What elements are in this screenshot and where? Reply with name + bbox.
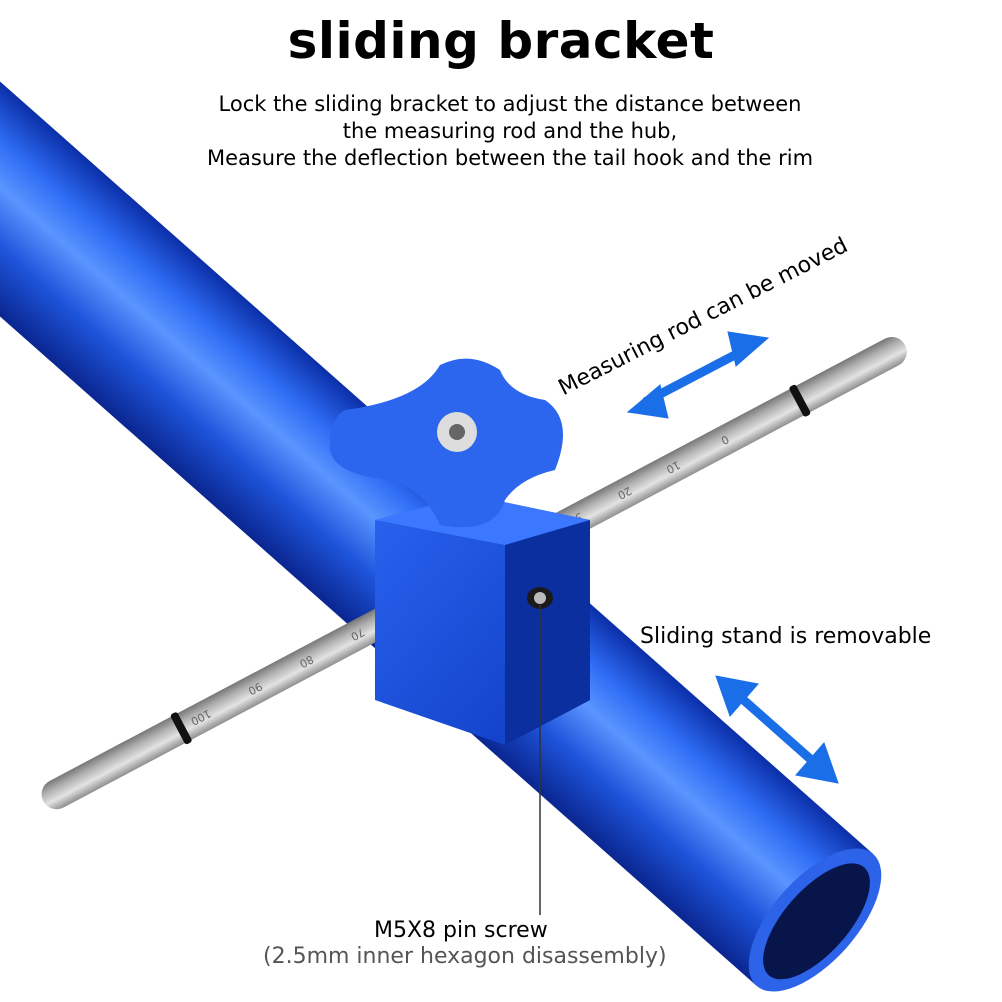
page-title: sliding bracket — [287, 12, 715, 70]
description-line: Lock the sliding bracket to adjust the d… — [218, 92, 802, 116]
tube — [0, 0, 882, 992]
sliding-bracket — [375, 495, 590, 745]
o-ring — [170, 712, 192, 745]
rod-scale-label: 20 — [615, 484, 633, 502]
callout-screw: M5X8 pin screw — [374, 918, 548, 943]
rod-scale-label: 90 — [246, 679, 264, 697]
description-line: the measuring rod and the hub, — [342, 119, 678, 143]
callout-screw-note: (2.5mm inner hexagon disassembly) — [263, 944, 667, 969]
star-knob — [329, 358, 563, 528]
rod-scale-label: 70 — [348, 625, 366, 643]
double-arrow-rod — [626, 331, 770, 419]
o-ring — [789, 384, 811, 417]
rod-scale-label: 80 — [297, 652, 315, 670]
callout-stand: Sliding stand is removable — [640, 624, 932, 649]
double-arrow-stand — [715, 675, 839, 784]
description-line: Measure the deflection between the tail … — [206, 146, 814, 170]
rod-scale-label: 10 — [664, 458, 682, 476]
